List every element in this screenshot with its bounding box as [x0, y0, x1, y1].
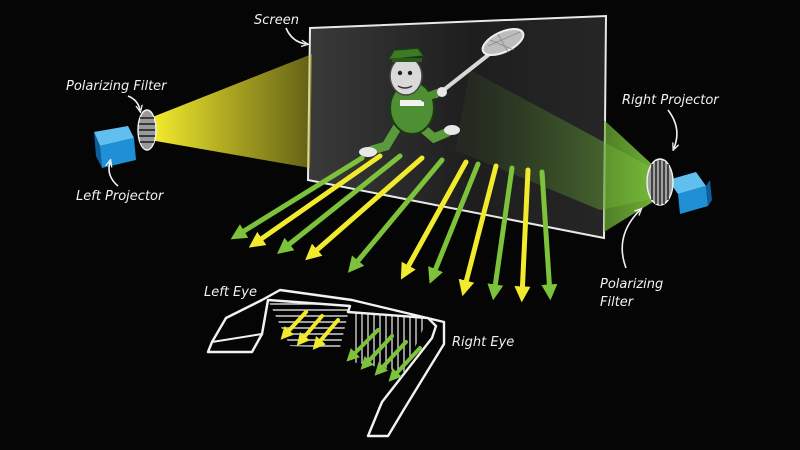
glasses-arrow-yellow-2: [296, 314, 324, 346]
arrow-yellow-4: [458, 163, 499, 297]
right-projector-icon: [668, 172, 712, 214]
left-light-beam: [150, 54, 312, 168]
arrow-yellow-1: [248, 153, 383, 248]
right-filter-pointer: [621, 210, 640, 269]
label-pointers: [109, 27, 677, 269]
screen-pointer: [285, 27, 306, 44]
glasses-arrow-yellow-3: [312, 318, 340, 350]
left-filter-pointer: [127, 95, 140, 110]
left-projector-label: Left Projector: [76, 189, 165, 204]
arrow-green-6: [539, 169, 558, 301]
3d-glasses-icon: [206, 288, 446, 438]
glasses-arrow-yellow-1: [280, 310, 308, 340]
left-projector-pointer: [109, 162, 119, 187]
glasses-arrow-green-3: [374, 340, 408, 376]
glasses-arrow-green-2: [360, 334, 394, 370]
glasses-arrow-green-1: [346, 328, 380, 362]
arrow-green-5: [487, 165, 515, 301]
arrow-yellow-3: [400, 159, 469, 280]
reflected-light-arrows: [230, 153, 558, 303]
left-projector-icon: [94, 126, 136, 168]
arrow-yellow-5: [514, 167, 531, 303]
glasses-arrow-green-4: [388, 346, 422, 382]
left-polarizing-filter-label: Polarizing Filter: [66, 79, 168, 94]
arrow-green-4: [428, 161, 481, 284]
right-projector-label: Right Projector: [622, 93, 720, 108]
arrow-green-2: [276, 153, 403, 254]
left-eye-label: Left Eye: [204, 285, 257, 300]
character-with-net-icon: [359, 28, 525, 157]
right-eye-label: Right Eye: [452, 335, 514, 350]
arrow-green-3: [347, 157, 445, 273]
right-light-beam-spill: [455, 70, 656, 210]
right-polarizing-filter-label-line1: Polarizing: [600, 277, 663, 292]
arrow-green-1: [230, 155, 365, 240]
right-polarizing-filter-label-line2: Filter: [600, 295, 635, 310]
screen-label: Screen: [254, 13, 299, 28]
right-projector-pointer: [667, 109, 677, 148]
left-polarizing-filter-icon: [137, 109, 157, 151]
right-polarizing-filter-icon: [646, 158, 674, 206]
arrow-yellow-2: [305, 155, 425, 261]
